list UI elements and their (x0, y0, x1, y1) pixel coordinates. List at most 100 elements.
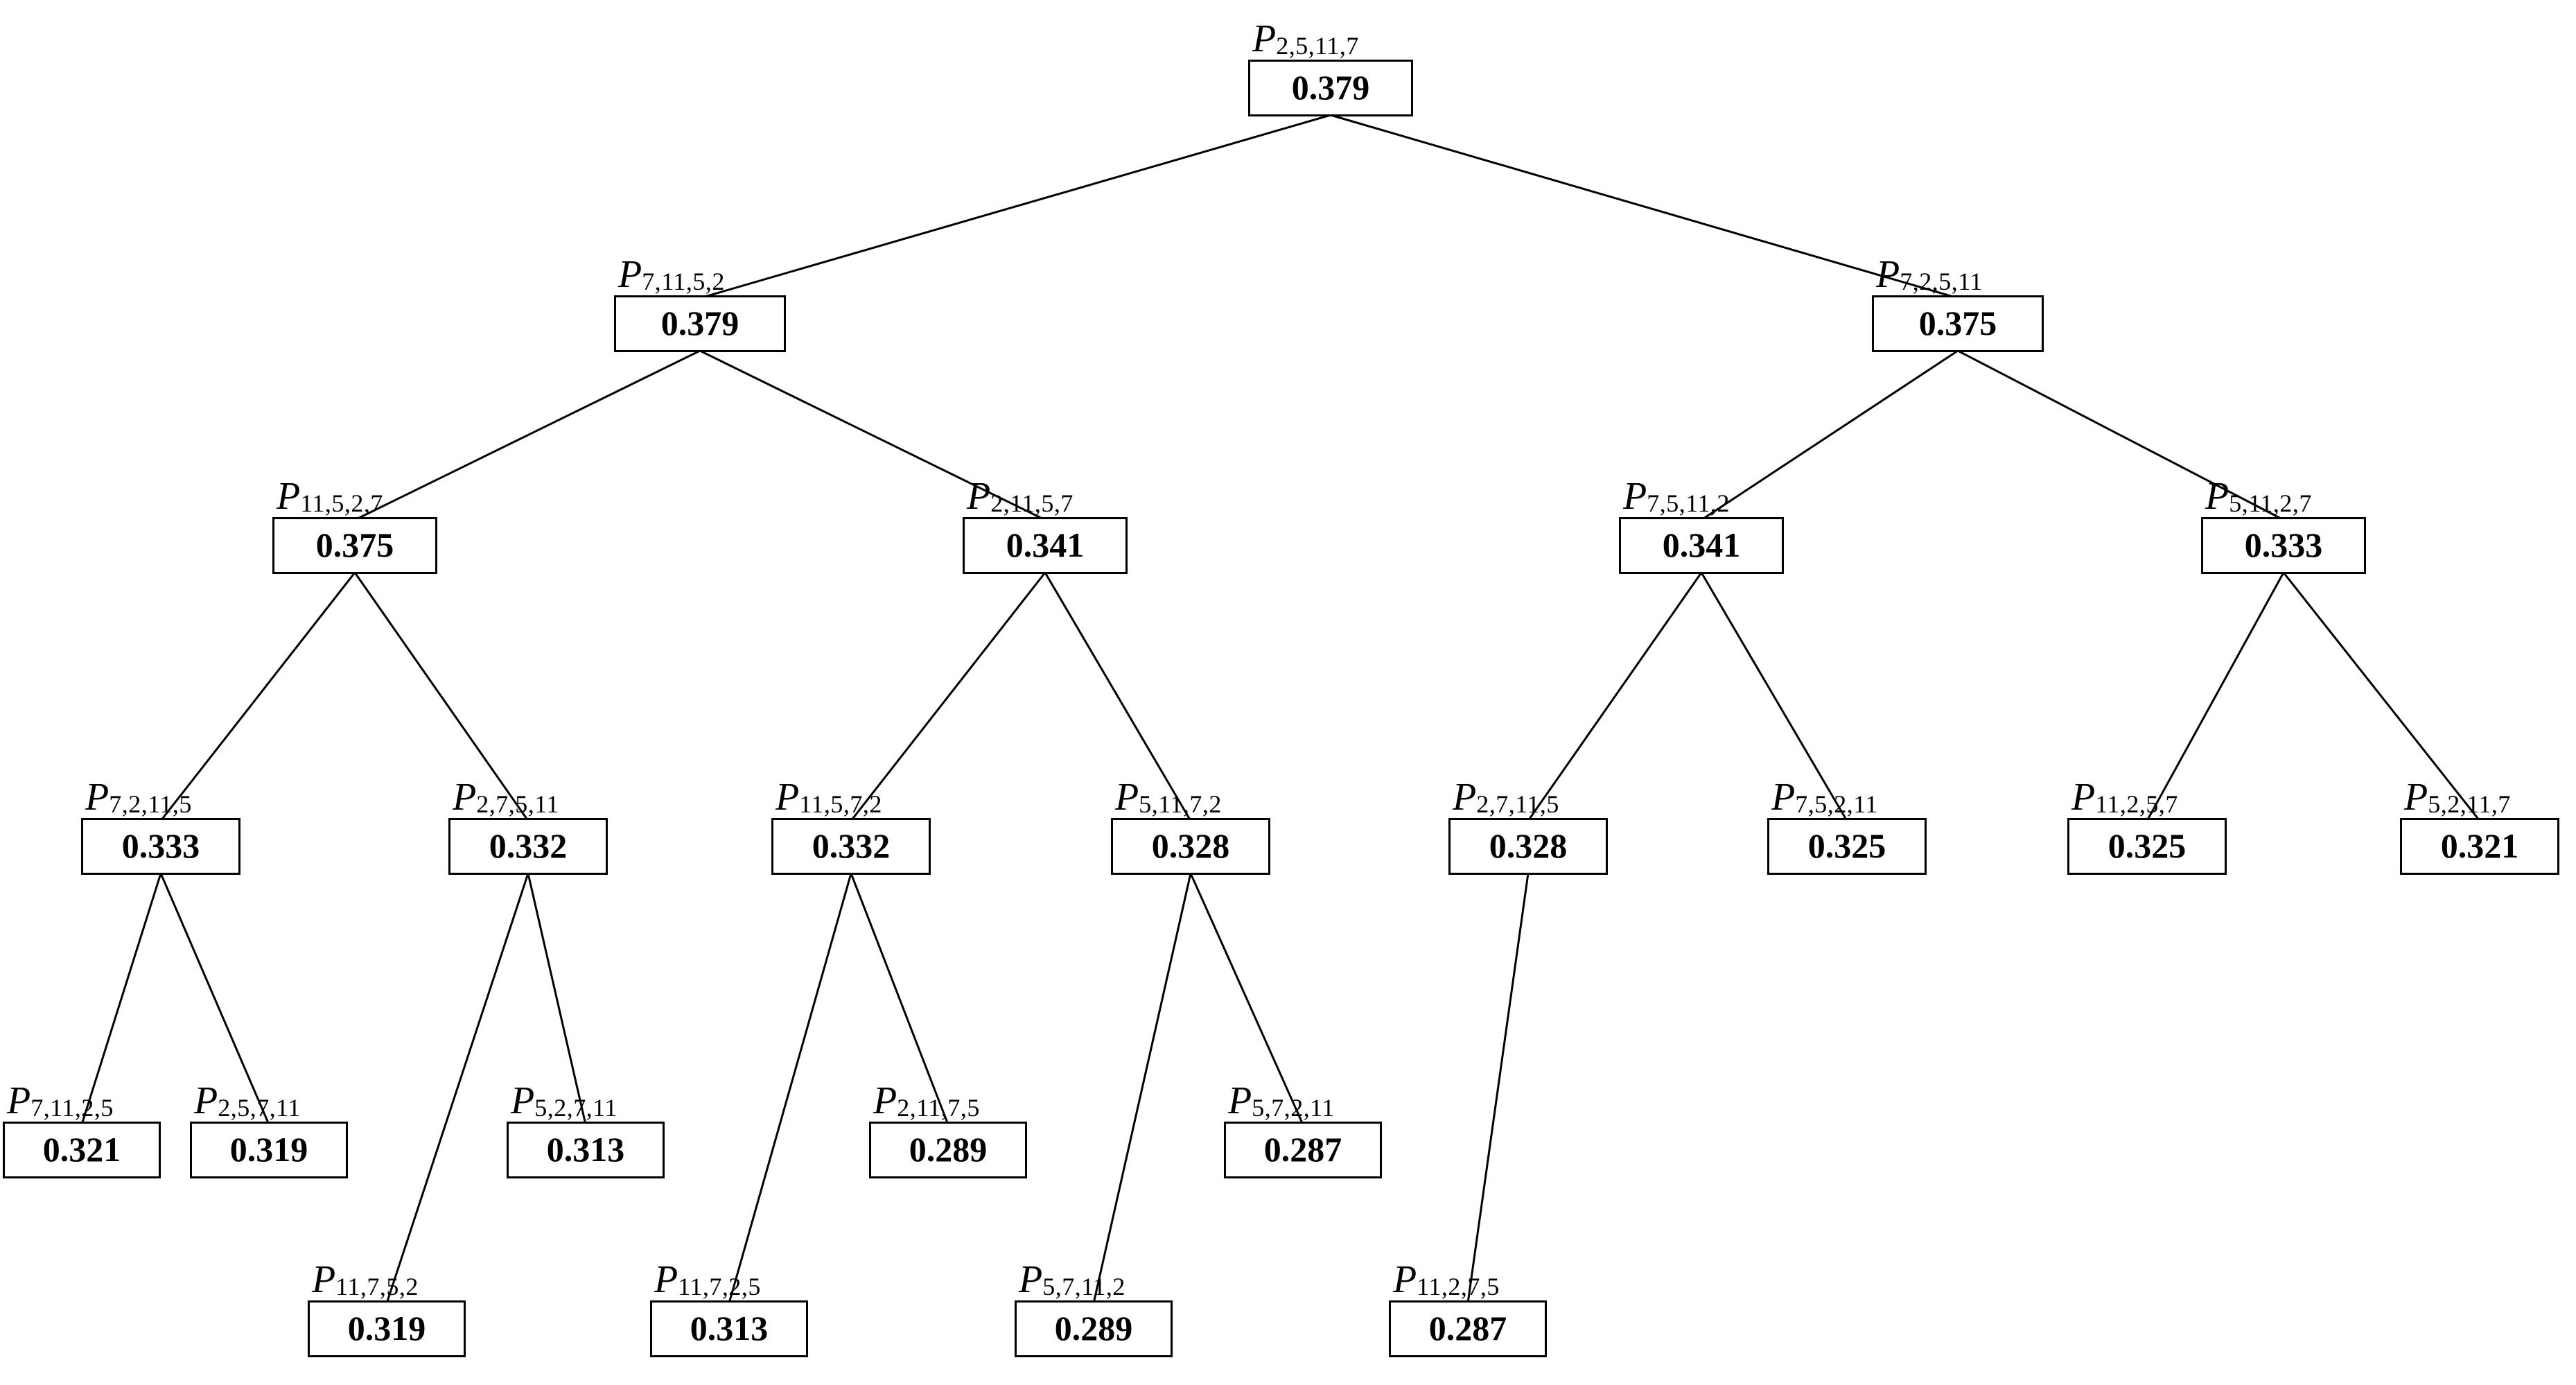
node-label: P7,5,2,11 (1771, 778, 1927, 817)
node-subscript: 7,2,11,5 (109, 790, 192, 819)
node-label: P2,11,5,7 (967, 477, 1128, 516)
tree-edge (850, 873, 949, 1125)
node-label: P5,2,7,11 (511, 1081, 665, 1120)
tree-edge (354, 349, 701, 521)
node-value-box: 0.375 (1872, 295, 2044, 353)
node-subscript: 11,5,7,2 (799, 790, 882, 819)
node-symbol: P (312, 1258, 336, 1301)
node-subscript: 11,7,5,2 (335, 1273, 419, 1301)
node-subscript: 2,7,5,11 (476, 790, 559, 819)
node-value-box: 0.332 (448, 818, 608, 876)
node-subscript: 2,11,7,5 (897, 1094, 980, 1122)
node-label: P11,5,2,7 (277, 477, 437, 516)
node-label: P5,7,2,11 (1228, 1081, 1382, 1120)
tree-edge (385, 873, 529, 1304)
tree-edge (850, 572, 1046, 821)
node-value-box: 0.313 (507, 1122, 665, 1179)
node-symbol: P (7, 1079, 31, 1122)
node-symbol: P (1252, 17, 1277, 60)
node-symbol: P (2071, 776, 2096, 819)
node-value-box: 0.319 (308, 1300, 466, 1358)
node-symbol: P (967, 475, 991, 518)
node-symbol: P (194, 1079, 218, 1122)
node-subscript: 11,2,7,5 (1417, 1273, 1500, 1301)
node-symbol: P (85, 776, 109, 819)
node-value-box: 0.332 (771, 818, 931, 876)
node-symbol: P (618, 253, 642, 296)
node-symbol: P (1876, 253, 1900, 296)
tree-edge (2282, 572, 2481, 821)
node-label: P7,2,11,5 (85, 778, 240, 817)
node-value-box: 0.321 (2400, 818, 2559, 876)
node-label: P5,7,11,2 (1019, 1260, 1173, 1299)
node-symbol: P (2205, 475, 2229, 518)
node-label: P11,2,7,5 (1393, 1260, 1547, 1299)
tree-edge (1466, 873, 1530, 1304)
node-subscript: 2,7,11,5 (1476, 790, 1559, 819)
node-value-box: 0.379 (614, 295, 786, 353)
tree-edge (1527, 572, 1703, 821)
node-label: P2,11,7,5 (873, 1081, 1027, 1120)
tree-edge (728, 873, 852, 1304)
node-subscript: 7,2,5,11 (1900, 268, 1983, 296)
node-label: P7,11,2,5 (7, 1081, 161, 1120)
node-value-box: 0.325 (2067, 818, 2227, 876)
node-value-box: 0.333 (2201, 517, 2366, 575)
node-value-box: 0.333 (81, 818, 240, 876)
node-subscript: 7,5,11,2 (1647, 489, 1730, 518)
node-value-box: 0.287 (1224, 1122, 1382, 1179)
node-value-box: 0.289 (869, 1122, 1027, 1179)
tree-edge (1330, 114, 1959, 299)
node-label: P11,2,5,7 (2071, 778, 2227, 817)
node-subscript: 2,5,7,11 (218, 1094, 301, 1122)
node-label: P2,5,11,7 (1252, 19, 1413, 58)
tree-edge (2146, 572, 2285, 821)
node-subscript: 7,11,5,2 (642, 268, 725, 296)
tree-edge (527, 873, 587, 1125)
node-value-box: 0.313 (650, 1300, 808, 1358)
node-label: P5,11,7,2 (1115, 778, 1270, 817)
node-subscript: 11,2,5,7 (2095, 790, 2178, 819)
node-label: P11,7,2,5 (654, 1260, 808, 1299)
node-symbol: P (776, 776, 800, 819)
node-subscript: 7,11,2,5 (30, 1094, 114, 1122)
node-symbol: P (1228, 1079, 1252, 1122)
node-value-box: 0.328 (1448, 818, 1608, 876)
node-symbol: P (1453, 776, 1477, 819)
node-subscript: 5,2,7,11 (534, 1094, 617, 1122)
tree-edge (159, 572, 356, 821)
tree-edge (353, 572, 529, 821)
node-subscript: 11,7,2,5 (678, 1273, 761, 1301)
tree-edge (1189, 873, 1304, 1125)
node-label: P7,2,5,11 (1876, 255, 2044, 294)
node-symbol: P (1623, 475, 1647, 518)
node-symbol: P (2404, 776, 2428, 819)
node-symbol: P (873, 1079, 897, 1122)
node-label: P2,7,5,11 (453, 778, 608, 817)
node-symbol: P (1019, 1258, 1043, 1301)
node-subscript: 11,5,2,7 (300, 489, 383, 518)
tree-edge (699, 114, 1331, 299)
node-subscript: 7,5,2,11 (1795, 790, 1878, 819)
node-value-box: 0.328 (1111, 818, 1270, 876)
node-symbol: P (1771, 776, 1796, 819)
tree-edge (1700, 572, 1848, 821)
node-value-box: 0.287 (1389, 1300, 1547, 1358)
